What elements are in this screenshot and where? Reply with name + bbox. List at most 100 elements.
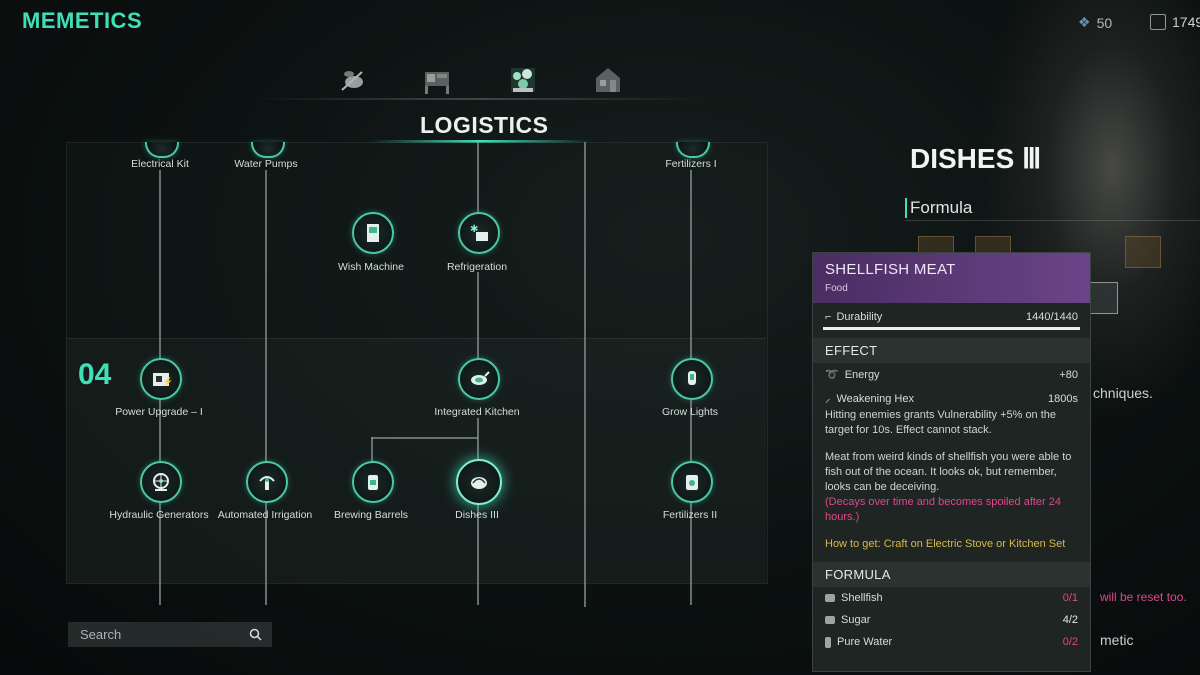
node-brewing-barrels[interactable] [352,461,394,503]
detail-description-fragment: chniques. [1093,385,1153,401]
connector-line [265,170,267,605]
dagger-icon: ⸝ [825,393,831,405]
bee-icon [341,71,363,91]
node-fertilizers-2[interactable] [671,461,713,503]
search-icon[interactable] [249,628,262,641]
tab-bee[interactable] [330,58,374,102]
node-label: Hydraulic Generators [109,509,209,521]
node-label: Water Pumps [234,158,298,170]
tab-logistics[interactable] [501,58,545,102]
tier-label: 04 [78,358,112,391]
plant-icon [510,68,535,92]
app-title: MEMETICS [22,8,143,33]
ingredient-row: Shellfish 0/1 [813,587,1090,609]
tooltip-header: SHELLFISH MEAT Food [813,253,1090,303]
connector-line [584,142,586,607]
node-label: Integrated Kitchen [434,406,520,418]
workbench-icon [425,72,450,94]
tier-band [66,338,766,584]
reset-warning-fragment: will be reset too. [1100,590,1187,604]
ingredient-amount: 0/1 [1062,592,1078,604]
memetic-button-fragment[interactable]: metic [1100,632,1134,648]
node-label: Fertilizers II [662,509,718,521]
section-title: LOGISTICS [420,112,549,138]
selected-ingredient-slot[interactable] [1090,282,1118,314]
energy-value: +80 [1059,368,1078,381]
node-wish-machine[interactable] [352,212,394,254]
connector-line [477,272,479,362]
effect-header: EFFECT [813,338,1090,363]
item-name: SHELLFISH MEAT [825,261,956,278]
generator-icon: ⚡ [153,373,172,386]
item-type: Food [825,283,848,294]
durability-bar [823,327,1080,330]
house-icon [595,68,620,92]
shellfish-icon [825,594,835,602]
tech-tree-panel [66,142,768,584]
svg-text:⚡: ⚡ [163,376,172,386]
node-hydraulic-generators[interactable] [140,461,182,503]
wish-machine-icon [367,224,379,242]
node-label: Refrigeration [446,261,508,273]
svg-text:✱: ✱ [470,224,478,235]
node-label: Brewing Barrels [333,509,409,521]
node-label: Electrical Kit [131,158,189,170]
how-to-get: How to get: Craft on Electric Stove or K… [825,538,1066,550]
connector-line [477,418,479,605]
node-label: Fertilizers I [665,158,717,170]
hex-row: ⸝ Weakening Hex 1800s [813,386,1090,408]
node-label: Automated Irrigation [217,509,313,521]
connector-line [371,437,373,465]
ingredient-amount: 4/2 [1062,614,1078,626]
ingredient-name: Pure Water [837,636,893,648]
node-label: Dishes III [455,509,499,521]
sprinkler-icon [259,476,275,490]
lamp-icon [688,371,696,385]
ingredient-row: Sugar 4/2 [813,609,1090,631]
search-input[interactable] [78,626,232,643]
node-dishes-3[interactable] [456,459,502,505]
ingredient-name: Sugar [841,614,871,626]
ingredient-name: Shellfish [841,592,883,604]
detail-title: DISHES Ⅲ [910,143,1042,174]
connector-line [477,142,479,214]
formula-label: Formula [905,198,972,218]
section-glow [370,140,590,143]
water-wheel-icon [153,473,169,491]
node-power-upgrade[interactable]: ⚡ [140,358,182,400]
node-refrigeration[interactable]: ✱ [458,212,500,254]
jar-icon [368,475,378,490]
durability-label: Durability [836,311,883,323]
item-description: Meat from weird kinds of shellfish you w… [825,451,1072,493]
hex-value: 1800s [1048,392,1078,405]
pan-icon [471,371,490,385]
fertilizer-bag-icon [686,475,698,490]
energy-row: ➰Energy +80 [813,363,1090,386]
node-automated-irrigation[interactable] [246,461,288,503]
ingredient-row: Pure Water 0/2 [813,631,1090,653]
node-label: Grow Lights [661,406,719,418]
formula-divider [905,220,1200,221]
refrigeration-icon: ✱ [470,224,488,241]
ingredient-amount: 0/2 [1062,636,1078,648]
decay-note: (Decays over time and becomes spoiled af… [825,496,1062,523]
hex-description: Hitting enemies grants Vulnerability +5%… [825,409,1057,436]
tab-house[interactable] [586,58,630,102]
node-label: Wish Machine [338,261,404,273]
durability-row: ⌐ Durability 1440/1440 [813,303,1090,327]
water-bottle-icon [825,636,831,648]
search-box[interactable] [68,622,272,647]
ingredient-slot[interactable] [1125,236,1161,268]
hex-label: Weakening Hex [836,392,914,405]
sugar-icon [825,616,835,624]
tab-workbench[interactable] [415,58,459,102]
tab-underline [255,98,705,100]
durability-value: 1440/1440 [1026,311,1078,323]
item-tooltip: SHELLFISH MEAT Food ⌐ Durability 1440/14… [812,252,1091,672]
node-integrated-kitchen[interactable] [458,358,500,400]
connector-line [371,437,478,439]
durability-icon: ⌐ [825,311,832,323]
energy-icon: ➰ [825,369,839,381]
node-grow-lights[interactable] [671,358,713,400]
formula-header: FORMULA [813,562,1090,587]
